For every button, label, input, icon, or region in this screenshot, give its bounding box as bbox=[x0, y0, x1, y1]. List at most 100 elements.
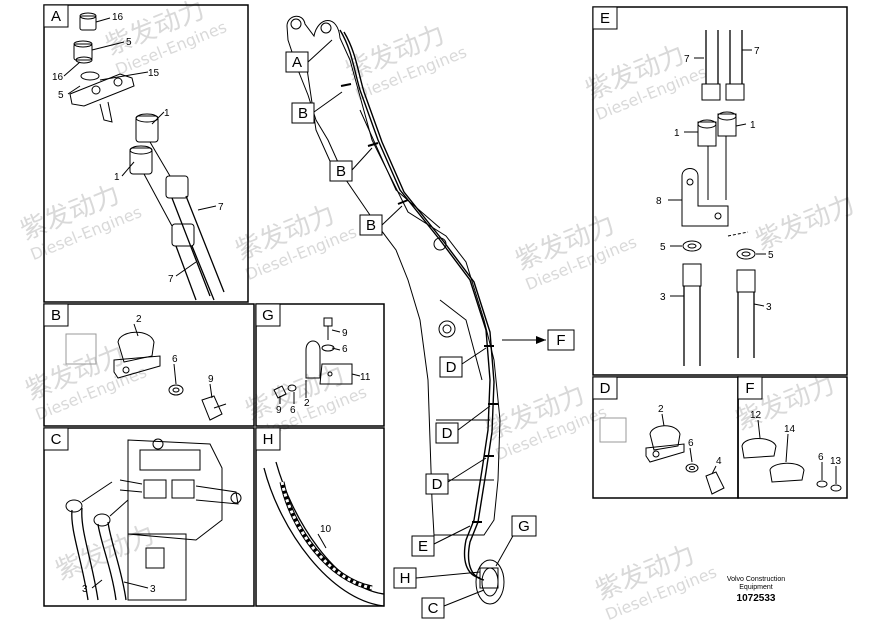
quick-coupler bbox=[475, 559, 505, 605]
hose-clamps bbox=[340, 83, 498, 523]
callout-letter: D bbox=[432, 476, 443, 493]
hose-route bbox=[339, 29, 491, 579]
part-label: 14 bbox=[784, 424, 796, 435]
part-label: 4 bbox=[716, 456, 722, 467]
part-label: 6 bbox=[818, 452, 824, 463]
watermark-cn: 紫发动力 bbox=[751, 190, 859, 257]
panel-letter: E bbox=[600, 10, 610, 27]
callout-letter: C bbox=[428, 600, 439, 617]
part-label: 1 bbox=[164, 108, 170, 119]
boom-inner-line bbox=[359, 109, 441, 229]
callout-box bbox=[329, 160, 353, 182]
callout-box bbox=[291, 102, 315, 124]
callout-letter: A bbox=[292, 54, 302, 71]
part-label: 10 bbox=[320, 524, 332, 535]
part-label: 1 bbox=[750, 120, 756, 131]
part-label: 2 bbox=[136, 314, 142, 325]
callout-letter: B bbox=[336, 163, 346, 180]
part-label: 7 bbox=[218, 202, 224, 213]
callout-box bbox=[411, 535, 435, 557]
boom-pin bbox=[320, 22, 332, 34]
part-label: 7 bbox=[684, 54, 690, 65]
callout-box bbox=[285, 51, 309, 73]
callout-letter: D bbox=[442, 425, 453, 442]
detail-panel-h: H 10 bbox=[255, 427, 385, 607]
part-label: 5 bbox=[126, 37, 132, 48]
part-label: 16 bbox=[112, 12, 124, 23]
callout-box bbox=[435, 422, 459, 444]
part-label: 5 bbox=[768, 250, 774, 261]
callout-letter: E bbox=[418, 538, 428, 555]
part-label: 3 bbox=[82, 584, 88, 595]
panel-letter: G bbox=[262, 307, 274, 324]
boom-pin bbox=[442, 324, 452, 334]
part-label: 6 bbox=[688, 438, 694, 449]
panel-letter: D bbox=[600, 380, 611, 397]
boom-pin bbox=[438, 320, 456, 338]
detail-panel-e: E 7 7 bbox=[592, 6, 848, 376]
panel-letter: A bbox=[51, 8, 61, 25]
part-label: 5 bbox=[58, 90, 64, 101]
leader-lines bbox=[63, 17, 217, 277]
footer-caption: Volvo Construction Equipment 1072533 bbox=[696, 576, 816, 606]
footer-line-2: Equipment bbox=[739, 584, 773, 591]
part-label: 3 bbox=[660, 292, 666, 303]
footer-line-1: Volvo Construction bbox=[726, 576, 786, 583]
boom-inner-line bbox=[305, 61, 335, 171]
detail-panel-d: D 2 6 4 bbox=[592, 376, 739, 499]
callout-box bbox=[359, 214, 383, 236]
callout-letter: H bbox=[400, 570, 411, 587]
part-label: 2 bbox=[304, 398, 310, 409]
boom-callouts: A B B B F D D D E G bbox=[285, 39, 575, 619]
quick-coupler bbox=[481, 567, 499, 597]
part-label: 3 bbox=[766, 302, 772, 313]
part-label: 2 bbox=[658, 404, 664, 415]
part-label: 8 bbox=[656, 196, 662, 207]
callout-box bbox=[393, 567, 417, 589]
callout-letter: F bbox=[556, 332, 565, 349]
part-label: 6 bbox=[342, 344, 348, 355]
part-label: 9 bbox=[276, 405, 282, 416]
callout-box bbox=[511, 515, 537, 537]
part-label: 6 bbox=[172, 354, 178, 365]
panel-letter: B bbox=[51, 307, 61, 324]
callout-letter: D bbox=[446, 359, 457, 376]
panel-letter: F bbox=[745, 380, 754, 397]
callout-letter: B bbox=[366, 217, 376, 234]
part-label: 3 bbox=[150, 584, 156, 595]
part-label: 15 bbox=[148, 68, 160, 79]
callout-letter: B bbox=[298, 105, 308, 122]
part-label: 1 bbox=[674, 128, 680, 139]
hose-route bbox=[343, 31, 495, 581]
callout-box bbox=[547, 329, 575, 351]
part-label: 1 bbox=[114, 172, 120, 183]
boom-pin bbox=[290, 18, 302, 30]
detail-panel-c: C 3 3 bbox=[43, 427, 255, 607]
part-label: 11 bbox=[360, 372, 371, 383]
callout-box bbox=[439, 356, 463, 378]
callout-box bbox=[421, 597, 445, 619]
boom-assembly bbox=[286, 15, 505, 605]
part-label: 9 bbox=[208, 374, 214, 385]
part-label: 16 bbox=[52, 72, 64, 83]
panel-letter: H bbox=[263, 431, 274, 448]
detail-panel-f: F 12 14 6 13 bbox=[737, 376, 848, 499]
watermark-layer: 紫发动力 Diesel-Engines 紫发动力 Diesel-Engines … bbox=[16, 0, 859, 624]
callout-box bbox=[425, 473, 449, 495]
detail-panel-g: G 9 6 11 9 6 2 bbox=[255, 303, 385, 427]
part-label: 5 bbox=[660, 242, 666, 253]
part-label: 12 bbox=[750, 410, 762, 421]
part-label: 6 bbox=[290, 405, 296, 416]
part-label: 13 bbox=[830, 456, 842, 467]
detail-panel-b: B 2 6 9 bbox=[43, 303, 255, 427]
drawing-number: 1072533 bbox=[736, 593, 776, 604]
part-label: 9 bbox=[342, 328, 348, 339]
callout-letter: G bbox=[518, 518, 530, 535]
part-label: 7 bbox=[168, 274, 174, 285]
part-label: 7 bbox=[754, 46, 760, 57]
boom-outline bbox=[286, 15, 501, 536]
coupler-block bbox=[479, 567, 499, 589]
detail-panel-a: A 16 bbox=[43, 4, 249, 303]
boom-inner-line bbox=[439, 299, 483, 381]
